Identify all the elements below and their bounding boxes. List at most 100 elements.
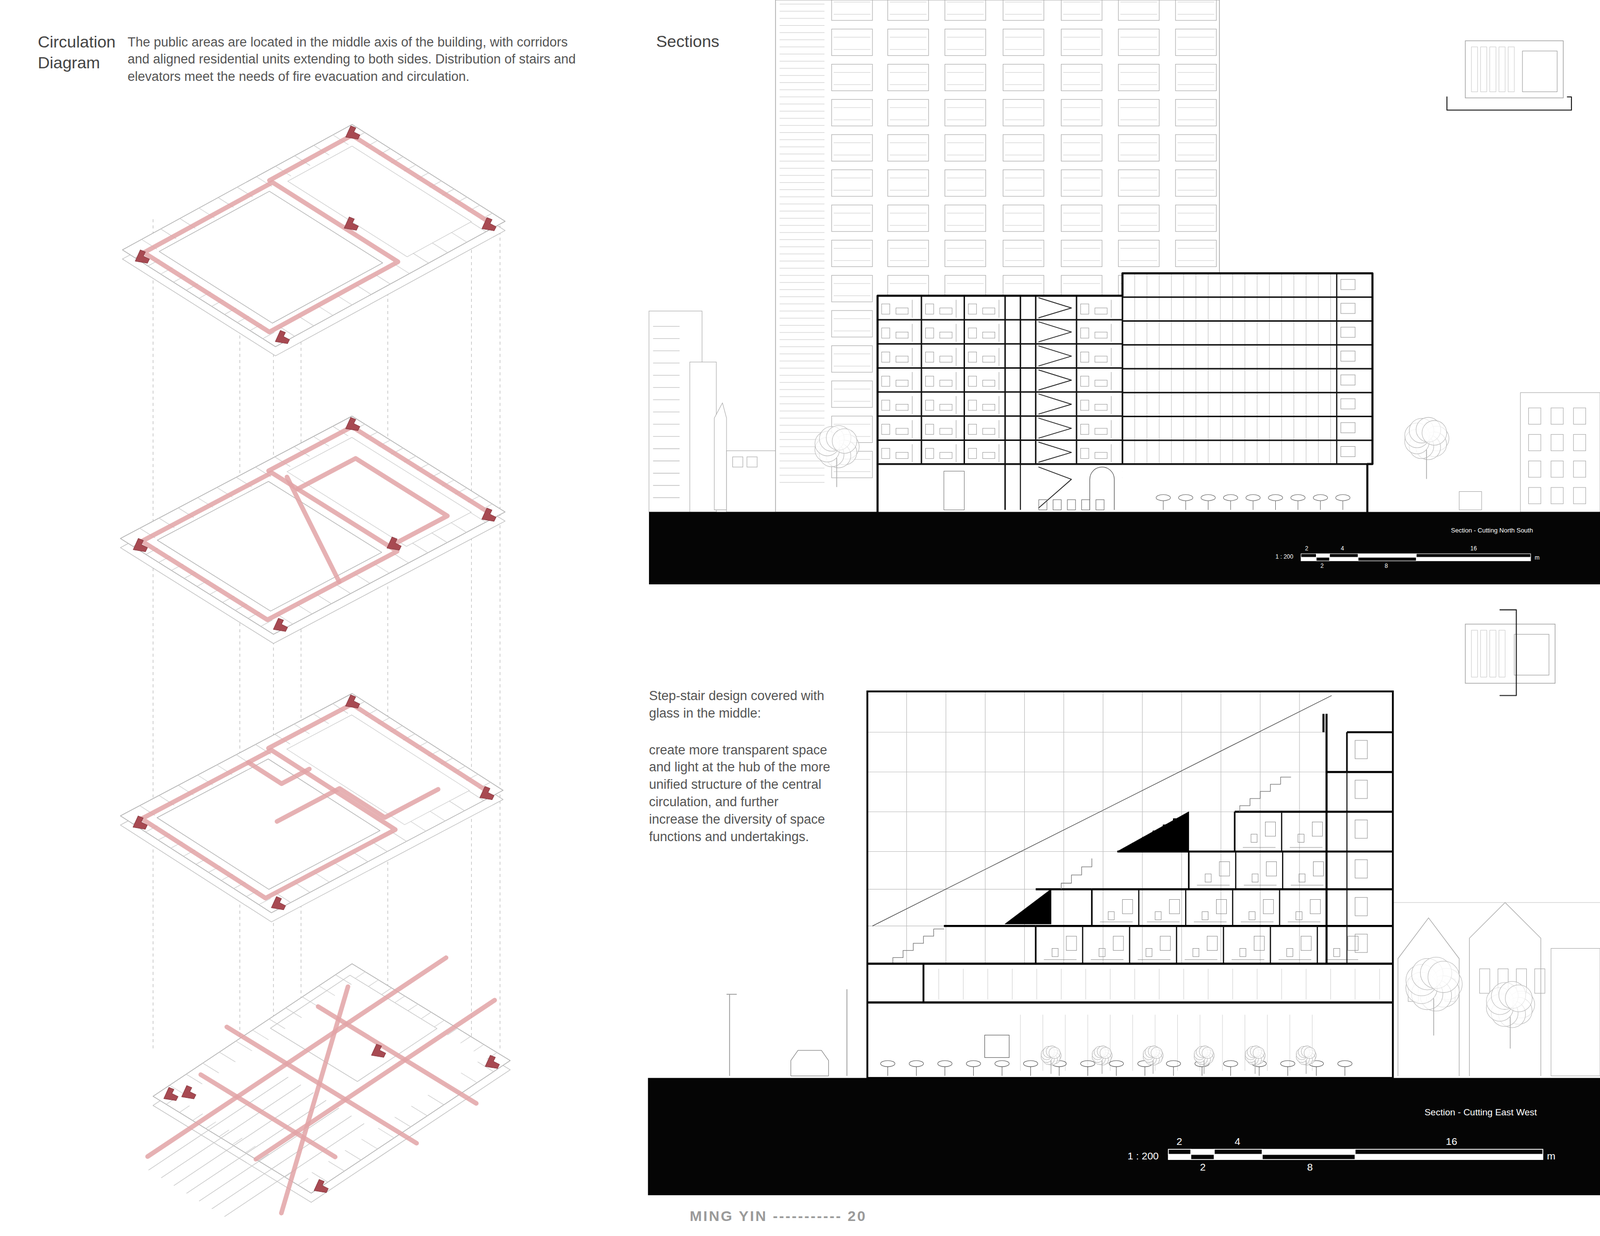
line [1090,959,1124,961]
line [779,189,825,191]
unit-wall [285,1008,302,1018]
line [1279,889,1281,927]
table-umbrella [1166,1061,1181,1068]
line [1287,921,1321,923]
rect [1214,1155,1263,1161]
rect [877,295,1123,512]
rect [1355,1149,1543,1156]
rect [895,308,908,315]
line [1085,969,1086,1000]
rect [887,240,929,268]
line [833,14,871,15]
rect [1479,969,1490,995]
rect [1499,47,1506,93]
rect [984,1035,1010,1058]
line [1177,225,1215,226]
line [779,375,825,376]
rect [1002,169,1044,197]
tree [1194,1046,1215,1075]
line [1076,295,1078,464]
rect [1316,554,1330,558]
line [779,246,825,248]
rect [1080,352,1089,363]
line [889,283,927,285]
line [652,338,680,339]
line [779,17,825,19]
line [779,310,825,312]
unit-wall [427,1095,444,1106]
rect [1190,1155,1215,1161]
line [1110,396,1112,414]
rect [1520,392,1600,512]
stair-symbol [163,1087,178,1101]
note-heading: Step-stair design covered with glass in … [649,687,831,723]
line [1177,14,1215,15]
line [239,219,240,1051]
rect [1175,29,1217,56]
line [779,367,825,369]
line [1042,1014,1044,1072]
rect [649,512,1600,585]
rect [1355,934,1368,953]
line [867,772,1327,773]
line [1120,119,1158,121]
line [955,300,957,318]
line [1005,107,1043,109]
line [652,350,680,352]
line [833,142,871,143]
circulation-path [317,1006,476,1104]
rect [1051,948,1059,957]
description-text: The public areas are located in the midd… [127,33,587,87]
rect [1300,554,1317,558]
line [779,303,825,305]
line [1120,107,1158,109]
line [1035,926,1037,965]
rect [939,356,952,363]
rect [1551,460,1564,478]
line [1320,500,1321,510]
house [1397,918,1459,1077]
line [1230,1067,1231,1077]
rect [881,376,890,387]
table-umbrella [1223,1061,1238,1068]
tree [1405,957,1462,1037]
rect [925,376,934,387]
rect [925,424,934,435]
line [947,212,984,214]
circulation-path [200,1075,335,1158]
line [1152,1061,1154,1075]
line [1185,500,1187,510]
rect [1340,350,1355,362]
unit-wall [296,604,313,615]
rect [1355,897,1368,917]
circulation-path [226,1027,417,1144]
line [955,444,957,463]
rect [1066,936,1077,951]
circulation-axonometric [120,124,510,1218]
rect [1340,303,1355,314]
rect [968,352,977,363]
stair-symbol [344,217,359,231]
unit-wall [412,543,428,554]
line [1172,1067,1174,1077]
line [833,1,871,3]
line [867,963,1393,966]
rect [1192,948,1200,957]
line [1281,969,1283,1000]
rect [1266,862,1277,877]
unit-wall [354,573,371,584]
rect [1118,240,1159,268]
rect [881,448,890,459]
line [1122,344,1373,346]
line [779,325,825,326]
rect [1251,874,1259,883]
unit-wall [328,1161,345,1172]
line [652,375,680,376]
line [1177,1014,1178,1072]
line [1201,1067,1203,1077]
line [779,268,825,269]
unit-wall [294,883,310,893]
line [1128,926,1131,965]
rect [1061,29,1102,56]
line [955,372,957,391]
